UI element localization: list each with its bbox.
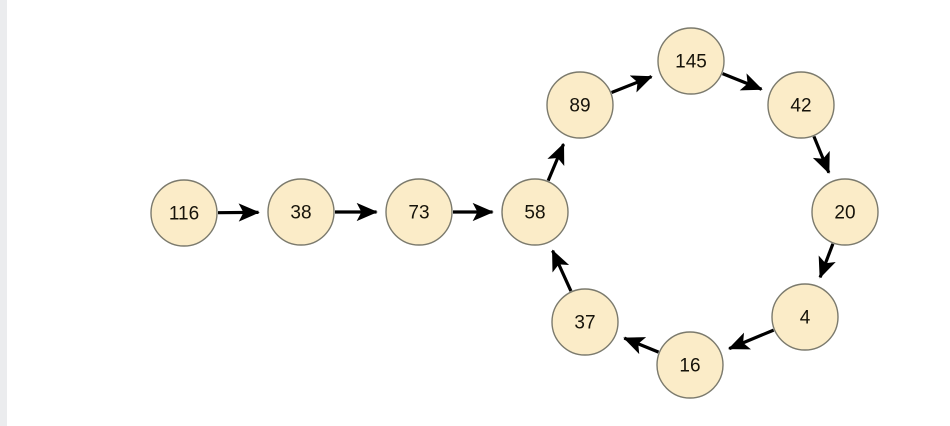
graph-node[interactable]: 4 [771, 283, 839, 351]
node-circle[interactable] [267, 178, 335, 246]
node-circle[interactable] [657, 27, 725, 95]
graph-node[interactable]: 42 [767, 71, 835, 139]
node-circle[interactable] [811, 178, 879, 246]
graph-edge [546, 142, 565, 182]
node-circle[interactable] [546, 71, 614, 139]
graph-node[interactable]: 20 [811, 178, 879, 246]
node-circle[interactable] [771, 283, 839, 351]
graph-edge [728, 328, 775, 351]
node-circle[interactable] [150, 179, 218, 247]
graph-edge [611, 75, 653, 94]
graph-edge [818, 243, 836, 279]
node-circle[interactable] [767, 71, 835, 139]
node-circle[interactable] [656, 331, 724, 399]
graph-node[interactable]: 145 [657, 27, 725, 95]
graph-node[interactable]: 37 [551, 288, 619, 356]
node-circle[interactable] [501, 178, 569, 246]
graph-node[interactable]: 89 [546, 71, 614, 139]
graph-edge [812, 135, 831, 174]
graph-edge [623, 336, 660, 355]
graph-edge [721, 72, 763, 91]
graph-node[interactable]: 38 [267, 178, 335, 246]
node-circle[interactable] [385, 178, 453, 246]
nodes-layer: 116 38 73 58 89 145 42 20 4 16 37 [150, 27, 879, 399]
graph-node[interactable]: 16 [656, 331, 724, 399]
graph-edge [551, 249, 573, 292]
node-circle[interactable] [551, 288, 619, 356]
graph-node[interactable]: 116 [150, 179, 218, 247]
graph-node[interactable]: 58 [501, 178, 569, 246]
page-left-gutter [0, 0, 7, 426]
edges-layer [217, 72, 836, 355]
graph-node[interactable]: 73 [385, 178, 453, 246]
